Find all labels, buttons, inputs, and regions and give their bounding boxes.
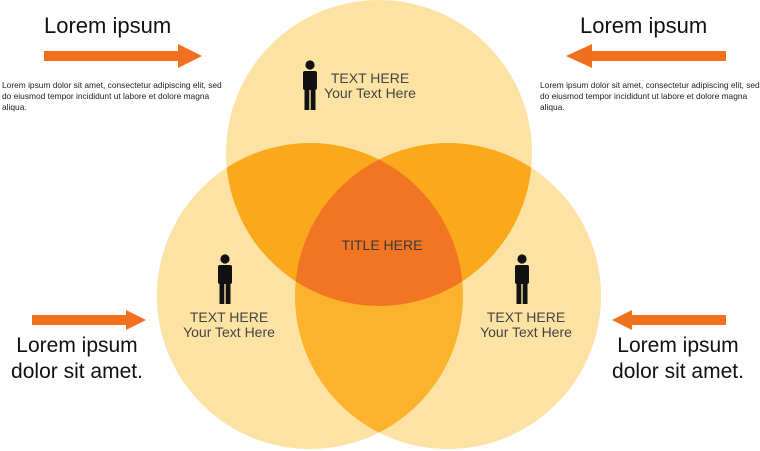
- circle-top-label: TEXT HERE Your Text Here: [320, 71, 420, 101]
- top-left-heading: Lorem ipsum: [44, 13, 172, 38]
- circle-left-line1: TEXT HERE: [189, 309, 269, 325]
- arrow-right-icon: [44, 44, 202, 68]
- circle-right-line2: Your Text Here: [480, 324, 572, 340]
- person-icon: [303, 60, 317, 110]
- top-right-paragraph: Lorem ipsum dolor sit amet, consectetur …: [540, 80, 760, 112]
- person-icon: [218, 254, 232, 304]
- circle-left-line2: Your Text Here: [183, 324, 275, 340]
- bottom-left-text: Lorem ipsum dolor sit amet.: [11, 334, 143, 383]
- circle-right-label: TEXT HERE Your Text Here: [472, 310, 580, 340]
- arrow-right-icon: [32, 310, 146, 330]
- bottom-right-text: Lorem ipsum dolor sit amet.: [612, 334, 744, 383]
- circle-right-line1: TEXT HERE: [486, 309, 566, 325]
- top-left-paragraph: Lorem ipsum dolor sit amet, consectetur …: [2, 80, 222, 112]
- top-right-heading: Lorem ipsum: [580, 13, 708, 38]
- circle-top-line2: Your Text Here: [324, 85, 416, 101]
- arrow-left-icon: [612, 310, 726, 330]
- circle-left-label: TEXT HERE Your Text Here: [175, 310, 283, 340]
- center-title: TITLE HERE: [341, 237, 423, 253]
- circle-top-line1: TEXT HERE: [330, 70, 410, 86]
- arrow-left-icon: [566, 44, 726, 68]
- person-icon: [515, 254, 529, 304]
